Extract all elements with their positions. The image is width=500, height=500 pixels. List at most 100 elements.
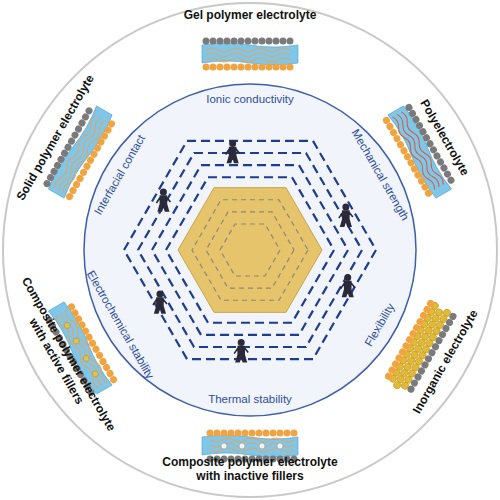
- electrolyte-body: [202, 435, 298, 457]
- cathode-particle: [273, 64, 280, 71]
- radar-ring: [220, 224, 280, 276]
- inner-circle: [84, 84, 416, 416]
- cathode-particle: [224, 64, 231, 71]
- anode-particle: [210, 38, 217, 45]
- cathode-particle: [203, 64, 210, 71]
- runner-figure: [234, 339, 248, 362]
- cathode-particle: [256, 430, 263, 437]
- polymer-chain: [206, 48, 290, 52]
- property-label: Thermal stability: [180, 393, 320, 406]
- radar-ring: [206, 212, 294, 288]
- cathode-particle: [221, 430, 228, 437]
- cathode-particle: [231, 64, 238, 71]
- cathode-particle: [270, 430, 277, 437]
- runner-head: [344, 274, 351, 281]
- runner-body: [156, 196, 170, 211]
- polymer-chain: [210, 438, 294, 442]
- anode-particle: [252, 38, 259, 45]
- cathode-particle: [291, 430, 298, 437]
- cathode-particle: [424, 188, 434, 198]
- cathode-particle: [384, 371, 394, 381]
- cathode-particle: [228, 430, 235, 437]
- anode-particle: [406, 384, 416, 394]
- cathode-particle: [287, 64, 294, 71]
- runner-head: [156, 291, 163, 298]
- runner-body: [153, 298, 167, 313]
- filler-particle: [91, 370, 99, 378]
- filler-particle: [72, 337, 80, 345]
- cathode-particle: [266, 64, 273, 71]
- anode-particle: [259, 38, 266, 45]
- cathode-particle: [238, 64, 245, 71]
- filler-particle: [277, 443, 283, 449]
- polymer-chain: [206, 58, 290, 62]
- runner-body: [226, 148, 240, 163]
- anode-particle: [280, 38, 287, 45]
- cathode-particle: [263, 430, 270, 437]
- runner-figure: [341, 274, 355, 297]
- cathode-particle: [217, 64, 224, 71]
- runner-head: [238, 339, 245, 346]
- cathode-particle: [277, 430, 284, 437]
- runner-head: [160, 189, 167, 196]
- radar-ring: [124, 141, 376, 359]
- cathode-particle: [284, 430, 291, 437]
- anode-particle: [273, 38, 280, 45]
- cathode-particle: [280, 64, 287, 71]
- runner-figure: [156, 189, 170, 212]
- cathode-particle: [207, 430, 214, 437]
- property-label: Ionic conductivity: [180, 93, 320, 106]
- cathode-particle: [214, 430, 221, 437]
- filler-particle: [221, 443, 227, 449]
- category-label: Gel polymer electrolyte: [140, 9, 360, 23]
- polymer-chain: [206, 53, 290, 57]
- anode-particle: [203, 38, 210, 45]
- runner-figure: [153, 291, 167, 314]
- anode-particle: [224, 38, 231, 45]
- cathode-particle: [67, 302, 77, 312]
- anode-particle: [245, 38, 252, 45]
- category-label: Composite polymer electrolyte with inact…: [155, 456, 345, 484]
- runner-body: [339, 211, 353, 226]
- runner-head: [342, 204, 349, 211]
- runner-body: [234, 347, 248, 362]
- anode-particle: [238, 38, 245, 45]
- anode-particle: [231, 38, 238, 45]
- anode-particle: [84, 106, 94, 116]
- electrolyte-body: [47, 105, 114, 199]
- radar-ring: [138, 153, 362, 347]
- radar-ring: [166, 177, 334, 322]
- electrolyte-strip: [202, 38, 298, 71]
- anode-particle: [446, 175, 456, 185]
- runner-figure: [226, 140, 240, 163]
- filler-particle: [239, 443, 245, 449]
- filler-particle: [82, 354, 90, 362]
- anode-particle: [217, 38, 224, 45]
- cathode-particle: [107, 119, 117, 129]
- cathode-particle: [249, 430, 256, 437]
- cathode-particle: [252, 64, 259, 71]
- score-hexagon: [178, 188, 322, 313]
- runner-figure: [339, 204, 353, 227]
- cathode-particle: [245, 64, 252, 71]
- cathode-particle: [259, 64, 266, 71]
- runner-head: [229, 140, 236, 147]
- radar-ring: [192, 200, 308, 300]
- electrolyte-illustrations: [42, 38, 458, 463]
- cathode-particle: [235, 430, 242, 437]
- outer-ring: [3, 3, 497, 497]
- radar-hexagons: [124, 141, 376, 359]
- radar-ring: [152, 165, 348, 335]
- anode-particle: [287, 38, 294, 45]
- filler-particle: [63, 321, 71, 329]
- filler-particle: [259, 443, 265, 449]
- polymer-chain: [62, 119, 107, 194]
- electrolyte-body: [202, 43, 298, 65]
- runner-figures: [153, 140, 355, 362]
- cathode-particle: [242, 430, 249, 437]
- runner-body: [341, 282, 355, 297]
- cathode-particle: [210, 64, 217, 71]
- anode-particle: [266, 38, 273, 45]
